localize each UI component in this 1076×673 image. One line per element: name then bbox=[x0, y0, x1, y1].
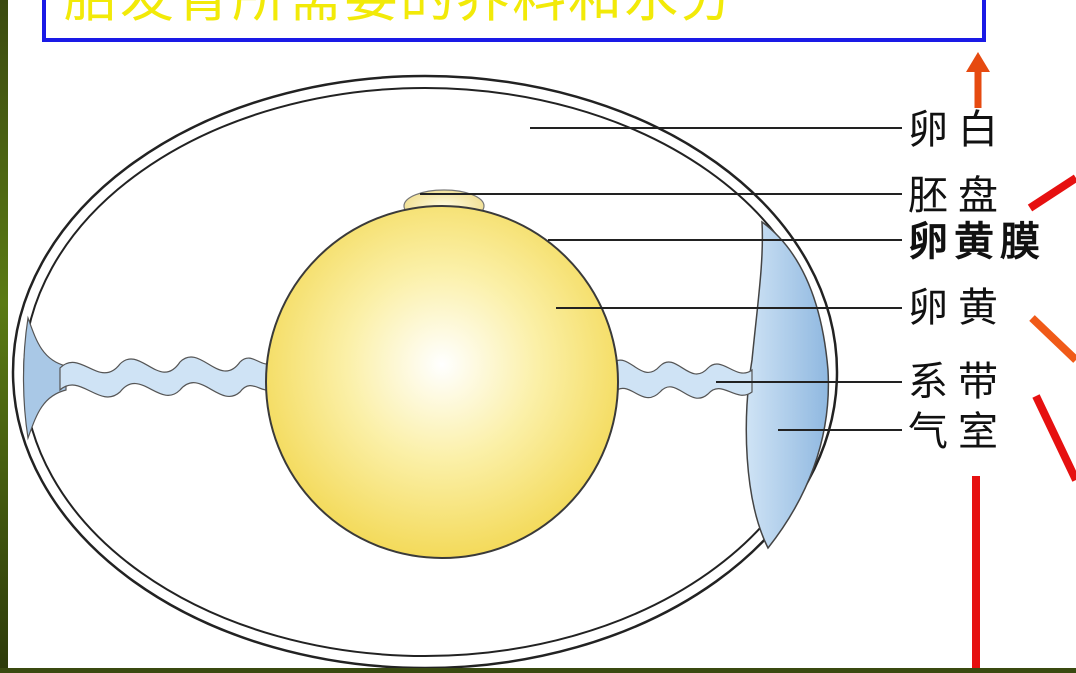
diagram-title: 胎发育所需要的养料和水分 bbox=[64, 0, 736, 28]
label-germinal-disc: 胚盘 bbox=[908, 173, 1008, 219]
label-egg-white: 卵白 bbox=[908, 107, 1008, 153]
label-air-cell: 气室 bbox=[908, 409, 1008, 455]
label-vitelline-membrane: 卵黄膜 bbox=[908, 218, 1046, 265]
left-decor-strip bbox=[0, 0, 8, 673]
orange-line-yolk bbox=[1029, 315, 1076, 363]
arrow-up-head bbox=[966, 52, 990, 72]
red-line-germinal-disc bbox=[1027, 174, 1076, 212]
yolk bbox=[265, 205, 619, 559]
title-box: 胎发育所需要的养料和水分 bbox=[42, 0, 986, 42]
label-yolk: 卵黄 bbox=[908, 285, 1008, 331]
chalaza-left-end bbox=[22, 317, 67, 439]
red-line-chalaza bbox=[1032, 394, 1076, 482]
bottom-decor-strip bbox=[0, 668, 1076, 673]
label-chalaza: 系带 bbox=[908, 359, 1008, 405]
